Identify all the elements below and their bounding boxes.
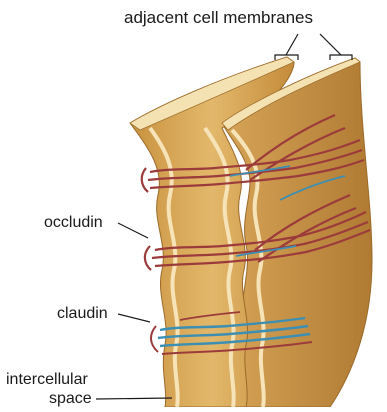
membrane-brackets <box>275 34 352 60</box>
intercellular-label: intercellular <box>6 372 88 388</box>
space-label: space <box>49 391 92 407</box>
title-label: adjacent cell membranes <box>124 10 313 26</box>
occludin-label: occludin <box>44 215 103 231</box>
claudin-label: claudin <box>57 306 108 322</box>
